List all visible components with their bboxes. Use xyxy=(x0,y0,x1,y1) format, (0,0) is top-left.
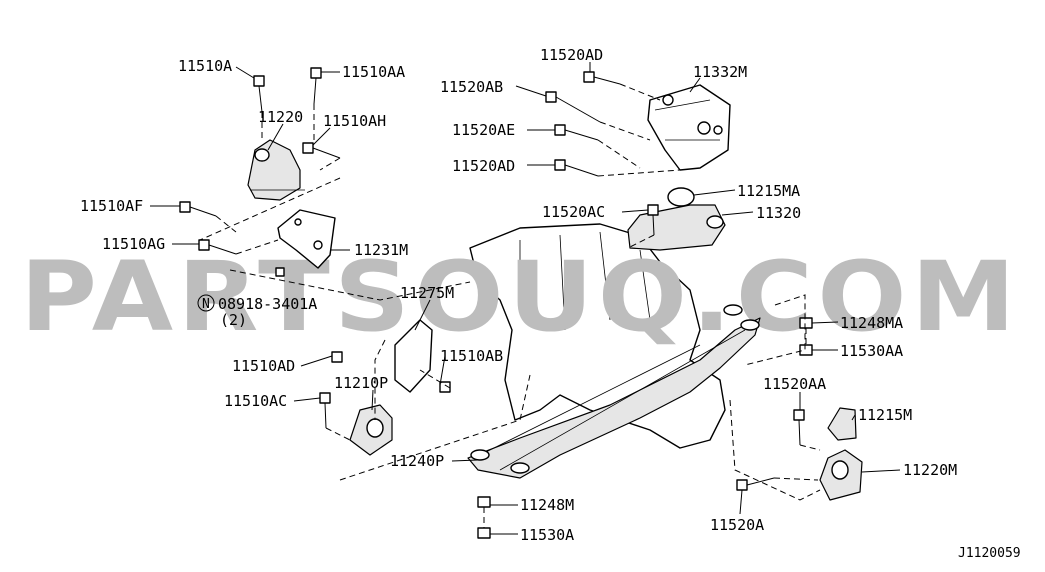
assembly-lines xyxy=(199,83,821,528)
leader-lines xyxy=(150,62,901,535)
label-11510ac: 11510AC xyxy=(224,392,287,410)
label-11510ah: 11510AH xyxy=(323,112,386,130)
label-11510ag: 11510AG xyxy=(102,235,165,253)
label-11231m: 11231M xyxy=(354,241,408,259)
label-11215m: 11215M xyxy=(858,406,912,424)
label-11520aa: 11520AA xyxy=(763,375,826,393)
nut-symbol-circle xyxy=(197,294,215,312)
label-11510aa: 11510AA xyxy=(342,63,405,81)
left-mount-11220 xyxy=(247,139,305,201)
mount-11220m xyxy=(819,449,863,501)
label-11220: 11220 xyxy=(258,108,303,126)
label-11520ac: 11520AC xyxy=(542,203,605,221)
label-11520ae: 11520AE xyxy=(452,121,515,139)
label-11248m: 11248M xyxy=(520,496,574,514)
rear-insulator xyxy=(627,204,726,251)
label-11520ad-top: 11520AD xyxy=(540,46,603,64)
label-11530a: 11530A xyxy=(520,526,574,544)
mount-11210p xyxy=(349,404,393,456)
label-11530aa: 11530AA xyxy=(840,342,903,360)
label-11520a: 11520A xyxy=(710,516,764,534)
front-crossmember xyxy=(467,304,761,479)
label-08918-3401a: 08918-3401A xyxy=(218,295,317,313)
label-08918-qty: (2) xyxy=(220,311,247,329)
label-11520ab: 11520AB xyxy=(440,78,503,96)
label-11510a: 11510A xyxy=(178,57,232,75)
label-11215ma: 11215MA xyxy=(737,182,800,200)
label-11520ad-mid: 11520AD xyxy=(452,157,515,175)
rear-mount-bracket xyxy=(647,84,731,171)
label-11220m: 11220M xyxy=(903,461,957,479)
label-11275m: 11275M xyxy=(400,284,454,302)
label-11240p: 11240P xyxy=(390,452,444,470)
label-11332m: 11332M xyxy=(693,63,747,81)
callout-labels: 11510A 11510AA 11220 11510AH 11510AF 115… xyxy=(80,46,1021,561)
fasteners xyxy=(179,67,813,539)
bracket-11231m xyxy=(277,209,336,269)
insulator-11215ma xyxy=(667,187,695,207)
label-11510ab: 11510AB xyxy=(440,347,503,365)
label-11510ad: 11510AD xyxy=(232,357,295,375)
watermark: PARTSOUQ.COM xyxy=(20,241,1020,353)
diagram-code: J1120059 xyxy=(958,546,1021,561)
label-11510af: 11510AF xyxy=(80,197,143,215)
label-n-prefix: N xyxy=(202,297,210,312)
label-11210p: 11210P xyxy=(334,374,388,392)
insulator-11215m xyxy=(827,407,857,441)
label-11248ma: 11248MA xyxy=(840,314,903,332)
label-11320: 11320 xyxy=(756,204,801,222)
